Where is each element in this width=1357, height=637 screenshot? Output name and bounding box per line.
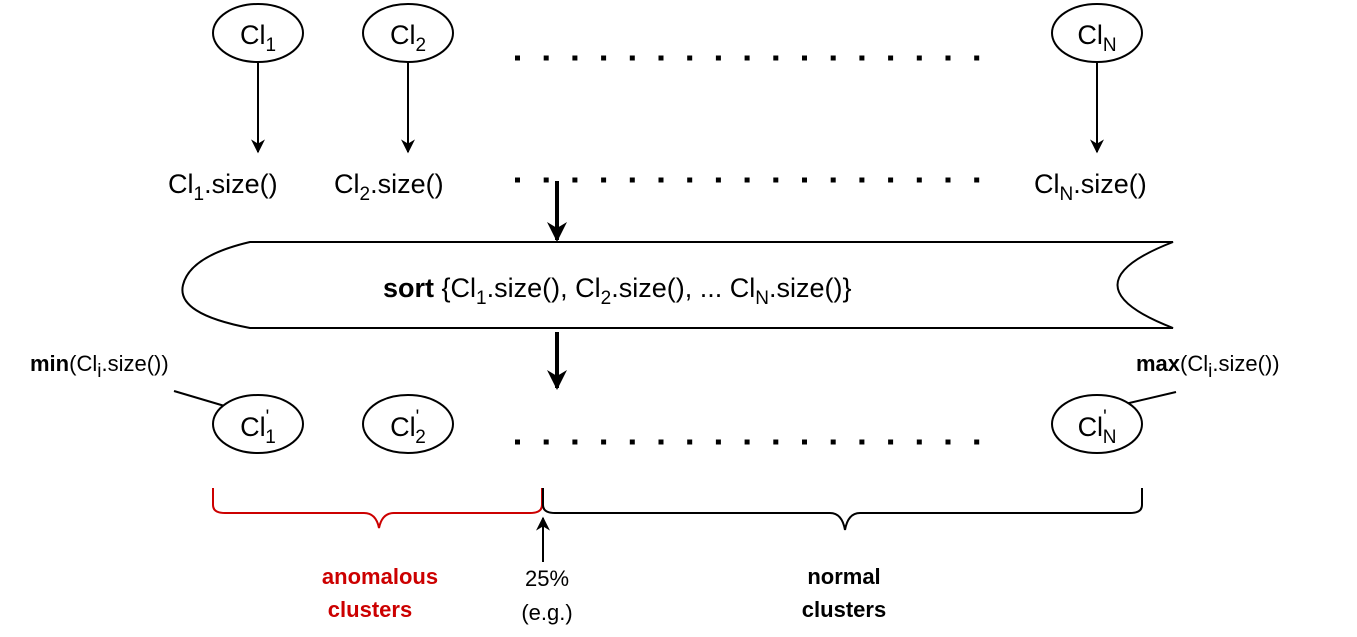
- sorted-cluster-node-n: Cl'N: [1051, 394, 1143, 454]
- svg-text:ClN: ClN: [1077, 20, 1116, 56]
- svg-text:Cl'1: Cl'1: [240, 407, 276, 448]
- cluster-node-n-label: Cl: [1077, 20, 1103, 50]
- svg-text:Cl'2: Cl'2: [390, 407, 426, 448]
- max-label: max(Cli.size()): [1136, 351, 1280, 382]
- sort-label: sort {Cl1.size(), Cl2.size(), ... ClN.si…: [383, 273, 851, 309]
- max-callout-line: [1124, 391, 1177, 405]
- svg-text:Cl2: Cl2: [390, 20, 426, 56]
- sort-process-shape: [181, 241, 1174, 329]
- cluster-node-1: Cl1: [212, 3, 304, 63]
- normal-brace: [542, 488, 1143, 531]
- anomalous-label-line1: anomalous: [322, 564, 438, 589]
- cluster-node-2-sub: 2: [415, 35, 426, 56]
- normal-label-line1: normal: [807, 564, 880, 589]
- sorted-cluster-node-1: Cl'1: [212, 394, 304, 454]
- cluster-node-1-label: Cl: [240, 20, 266, 50]
- cluster-node-1-sub: 1: [265, 35, 276, 56]
- min-callout-line: [173, 390, 229, 408]
- threshold-label-line2: (e.g.): [521, 600, 572, 625]
- cluster-node-2-label: Cl: [390, 20, 416, 50]
- cluster-node-n-sub: N: [1103, 35, 1117, 56]
- size-label-1: Cl1.size(): [168, 169, 278, 205]
- anomalous-label-line2: clusters: [328, 597, 412, 622]
- sorted-cluster-node-2: Cl'2: [362, 394, 454, 454]
- normal-label-line2: clusters: [802, 597, 886, 622]
- size-label-n: ClN.size(): [1034, 169, 1147, 205]
- anomalous-brace: [212, 488, 543, 529]
- min-label: min(Cli.size()): [30, 351, 169, 382]
- threshold-label-line1: 25%: [525, 566, 569, 591]
- cluster-node-n: ClN: [1051, 3, 1143, 63]
- size-label-2: Cl2.size(): [334, 169, 444, 205]
- svg-text:Cl1: Cl1: [240, 20, 276, 56]
- cluster-node-2: Cl2: [362, 3, 454, 63]
- svg-text:Cl'N: Cl'N: [1078, 407, 1117, 448]
